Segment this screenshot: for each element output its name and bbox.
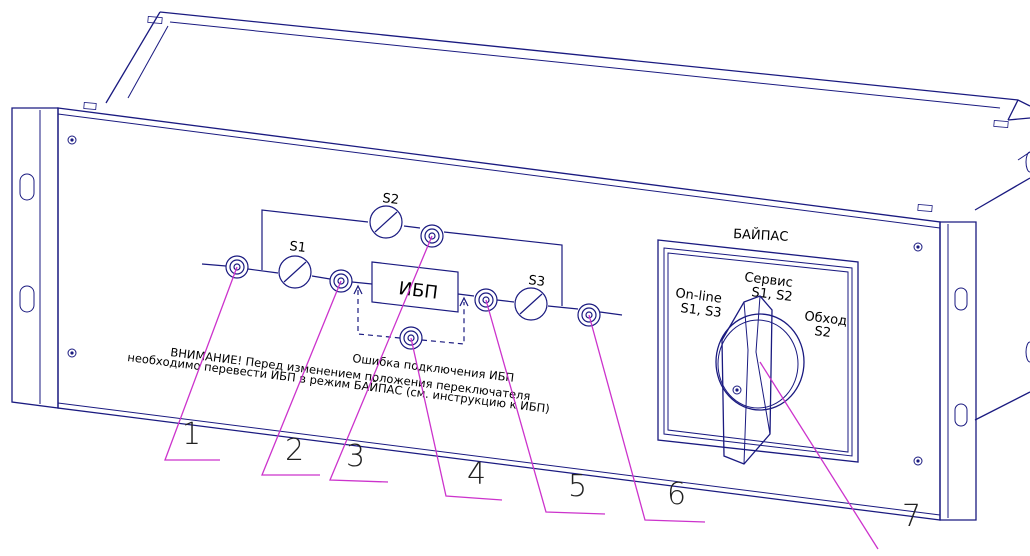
online-label-line1: On-line bbox=[675, 286, 723, 307]
bypass-label-line1: Обход bbox=[804, 309, 848, 329]
left-ear-slot-top bbox=[19, 173, 35, 201]
led-1 bbox=[225, 255, 249, 279]
leader-6 bbox=[588, 314, 706, 523]
s2-label: S2 bbox=[382, 191, 400, 208]
led-6 bbox=[577, 303, 601, 327]
right-rack-ear bbox=[939, 221, 977, 521]
warning-line-2: необходимо перевести ИБП в режим БАЙПАС … bbox=[127, 349, 551, 416]
callout-6: 6 bbox=[667, 477, 686, 512]
bypass-label-line2: S2 bbox=[814, 324, 832, 341]
s3-label: S3 bbox=[528, 273, 546, 290]
chassis bbox=[83, 11, 1030, 421]
callout-leaders bbox=[164, 235, 879, 550]
front-panel bbox=[11, 107, 977, 521]
switch-s3 bbox=[514, 287, 548, 321]
right-ear-slot-bottom bbox=[954, 403, 968, 427]
leader-4 bbox=[410, 337, 503, 501]
callout-numbers: 1 2 3 4 5 6 7 bbox=[182, 417, 921, 534]
left-ear-slot-bottom bbox=[19, 285, 35, 313]
leader-7 bbox=[759, 361, 879, 550]
callout-4: 4 bbox=[467, 457, 486, 492]
callout-5: 5 bbox=[568, 469, 587, 504]
callout-3: 3 bbox=[346, 439, 365, 474]
callout-2: 2 bbox=[285, 433, 304, 468]
mimic-diagram: S2 S1 S3 ИБП Ошибка подключения ИБП ВНИМ… bbox=[127, 191, 623, 416]
service-label-line1: Сервис bbox=[744, 270, 794, 291]
leader-1 bbox=[164, 266, 238, 461]
bypass-plate-outer bbox=[657, 239, 859, 463]
ups-label: ИБП bbox=[397, 278, 439, 304]
right-ear-slot-top bbox=[954, 287, 968, 311]
led-3 bbox=[420, 224, 444, 248]
ups-box bbox=[371, 261, 459, 313]
left-rack-ear bbox=[11, 107, 59, 409]
bypass-title: БАЙПАС bbox=[733, 226, 789, 245]
switch-s2 bbox=[369, 205, 403, 239]
s1-label: S1 bbox=[289, 239, 307, 256]
led-2 bbox=[329, 269, 353, 293]
leader-3 bbox=[329, 235, 433, 483]
leader-2 bbox=[261, 280, 342, 476]
chassis-top-back-edge bbox=[159, 11, 1030, 107]
online-label-line2: S1, S3 bbox=[680, 301, 723, 321]
top-screws bbox=[83, 15, 1009, 213]
led-5 bbox=[474, 288, 498, 312]
chassis-top-left-edge bbox=[105, 11, 161, 104]
callout-1: 1 bbox=[182, 417, 201, 452]
callout-7: 7 bbox=[902, 499, 921, 534]
panel-screws bbox=[67, 135, 923, 466]
bypass-switch: БАЙПАС Сервис S1, S2 On-line S1, S3 Обхо… bbox=[657, 226, 859, 465]
switch-s1 bbox=[278, 255, 312, 289]
service-label-line2: S1, S2 bbox=[751, 285, 794, 305]
leader-5 bbox=[485, 299, 606, 515]
rotary-knob[interactable] bbox=[715, 295, 805, 465]
